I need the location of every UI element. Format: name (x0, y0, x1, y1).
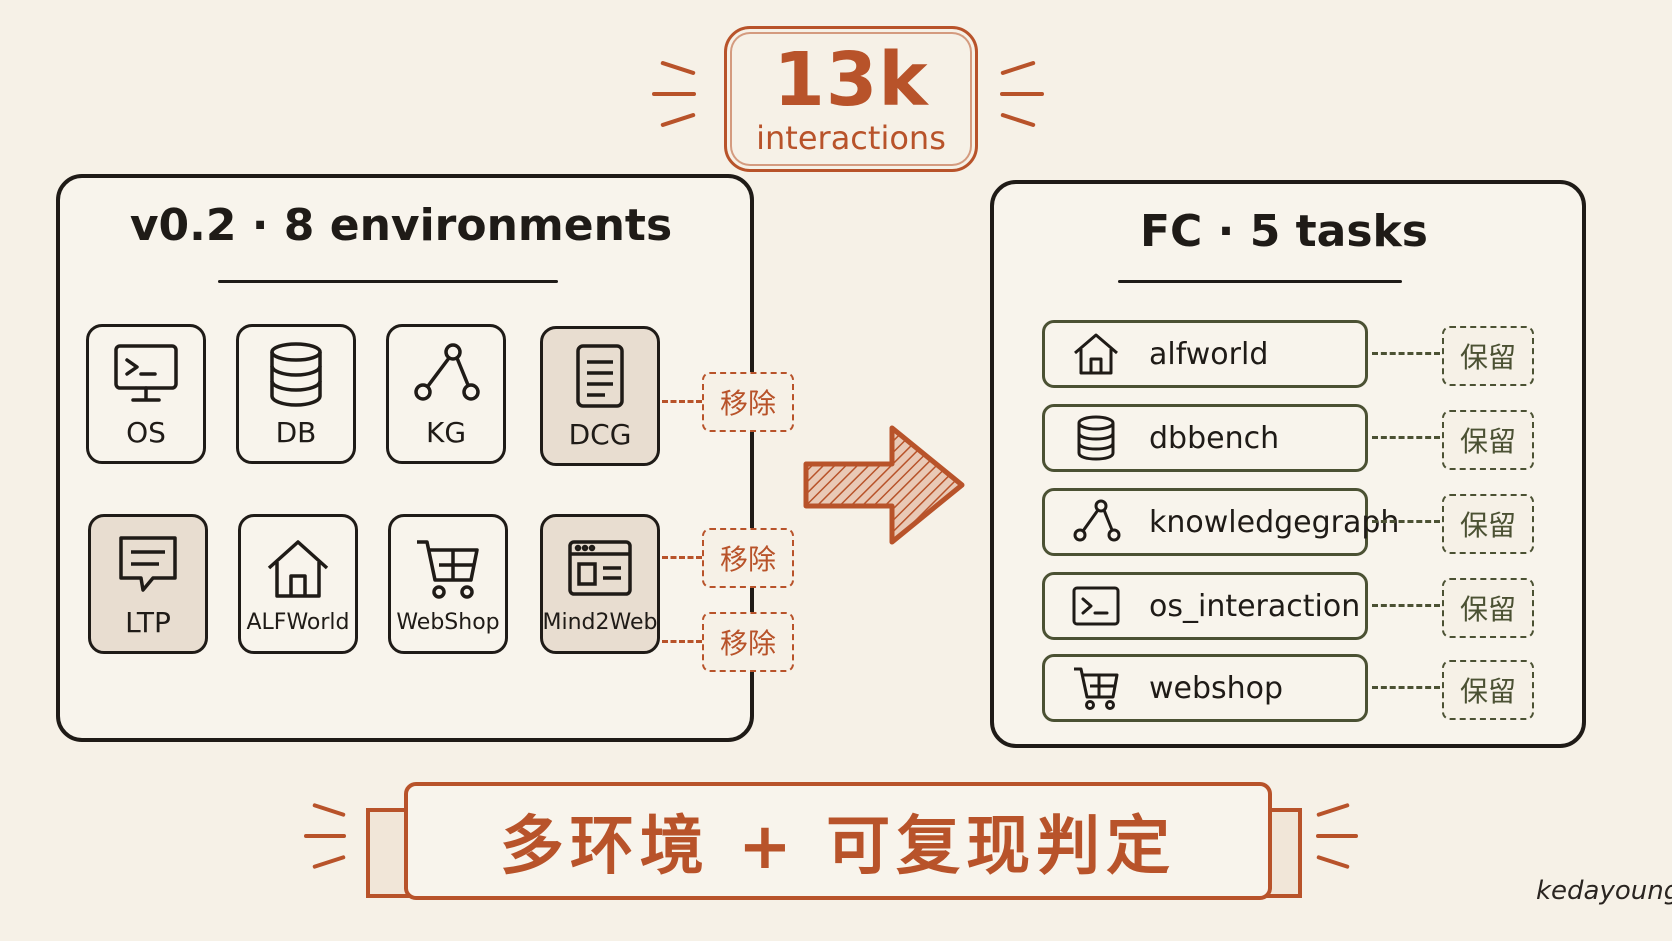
env-tile-os: OS (86, 324, 206, 464)
terminal-icon (1072, 586, 1120, 626)
task-label: os_interaction (1149, 588, 1361, 624)
shopping-cart-icon (417, 539, 479, 599)
task-row-webshop: webshop (1042, 654, 1368, 722)
removed-connector (662, 640, 702, 643)
keep-tag-os-interaction: 保留 (1442, 578, 1534, 638)
graph-nodes-icon (414, 342, 480, 401)
keep-connector (1372, 352, 1440, 355)
env-label: WebShop (396, 609, 500, 635)
env-tile-kg: KG (386, 324, 506, 464)
keep-tag-webshop: 保留 (1442, 660, 1534, 720)
keep-connector (1372, 520, 1440, 523)
database-icon (270, 341, 322, 407)
left-title-underline (218, 280, 558, 283)
badge-number: 13k (773, 37, 929, 123)
house-icon (1074, 333, 1118, 375)
removed-connector (662, 400, 702, 403)
database-icon (1077, 415, 1115, 461)
keep-tag-dbbench: 保留 (1442, 410, 1534, 470)
graph-nodes-icon (1073, 499, 1121, 542)
task-label: dbbench (1149, 420, 1280, 456)
shopping-cart-icon (1074, 667, 1119, 710)
env-tile-alfworld: ALFWorld (238, 514, 358, 654)
removed-tag-mind2web: 移除 (702, 612, 794, 672)
task-row-os-interaction: os_interaction (1042, 572, 1368, 640)
task-row-alfworld: alfworld (1042, 320, 1368, 388)
env-label: LTP (125, 605, 171, 639)
task-label: alfworld (1149, 336, 1269, 372)
removed-tag-dcg: 移除 (702, 372, 794, 432)
chat-bubble-icon (119, 535, 177, 592)
right-title-underline (1118, 280, 1402, 283)
keep-connector (1372, 686, 1440, 689)
env-label: Mind2Web (542, 609, 658, 635)
author-signature: kedayoung (1536, 876, 1672, 906)
browser-window-icon (568, 539, 632, 596)
right-panel-title: FC · 5 tasks (1140, 206, 1428, 257)
terminal-monitor-icon (114, 343, 178, 402)
house-icon (267, 539, 329, 598)
transition-arrow (803, 425, 965, 545)
keep-connector (1372, 604, 1440, 607)
env-label: KG (425, 415, 467, 449)
badge-unit: interactions (756, 119, 946, 157)
env-tile-ltp: LTP (88, 514, 208, 654)
left-panel-title: v0.2 · 8 environments (129, 200, 673, 251)
task-row-knowledgegraph: knowledgegraph (1042, 488, 1399, 556)
env-label: OS (126, 415, 166, 449)
env-label: DB (275, 415, 317, 449)
summary-banner: 多环境 + 可复现判定 (404, 782, 1272, 900)
keep-tag-alfworld: 保留 (1442, 326, 1534, 386)
task-label: knowledgegraph (1149, 504, 1400, 540)
env-tile-mind2web: Mind2Web (540, 514, 660, 654)
document-icon (576, 343, 624, 408)
removed-connector (662, 556, 702, 559)
removed-tag-ltp: 移除 (702, 528, 794, 588)
env-tile-db: DB (236, 324, 356, 464)
task-row-dbbench: dbbench (1042, 404, 1368, 472)
keep-connector (1372, 436, 1440, 439)
env-tile-dcg: DCG (540, 326, 660, 466)
env-label: ALFWorld (246, 609, 350, 635)
task-label: webshop (1149, 670, 1284, 706)
keep-tag-knowledgegraph: 保留 (1442, 494, 1534, 554)
env-label: DCG (568, 417, 632, 451)
env-tile-webshop: WebShop (388, 514, 508, 654)
interactions-badge: 13k interactions (724, 26, 978, 172)
